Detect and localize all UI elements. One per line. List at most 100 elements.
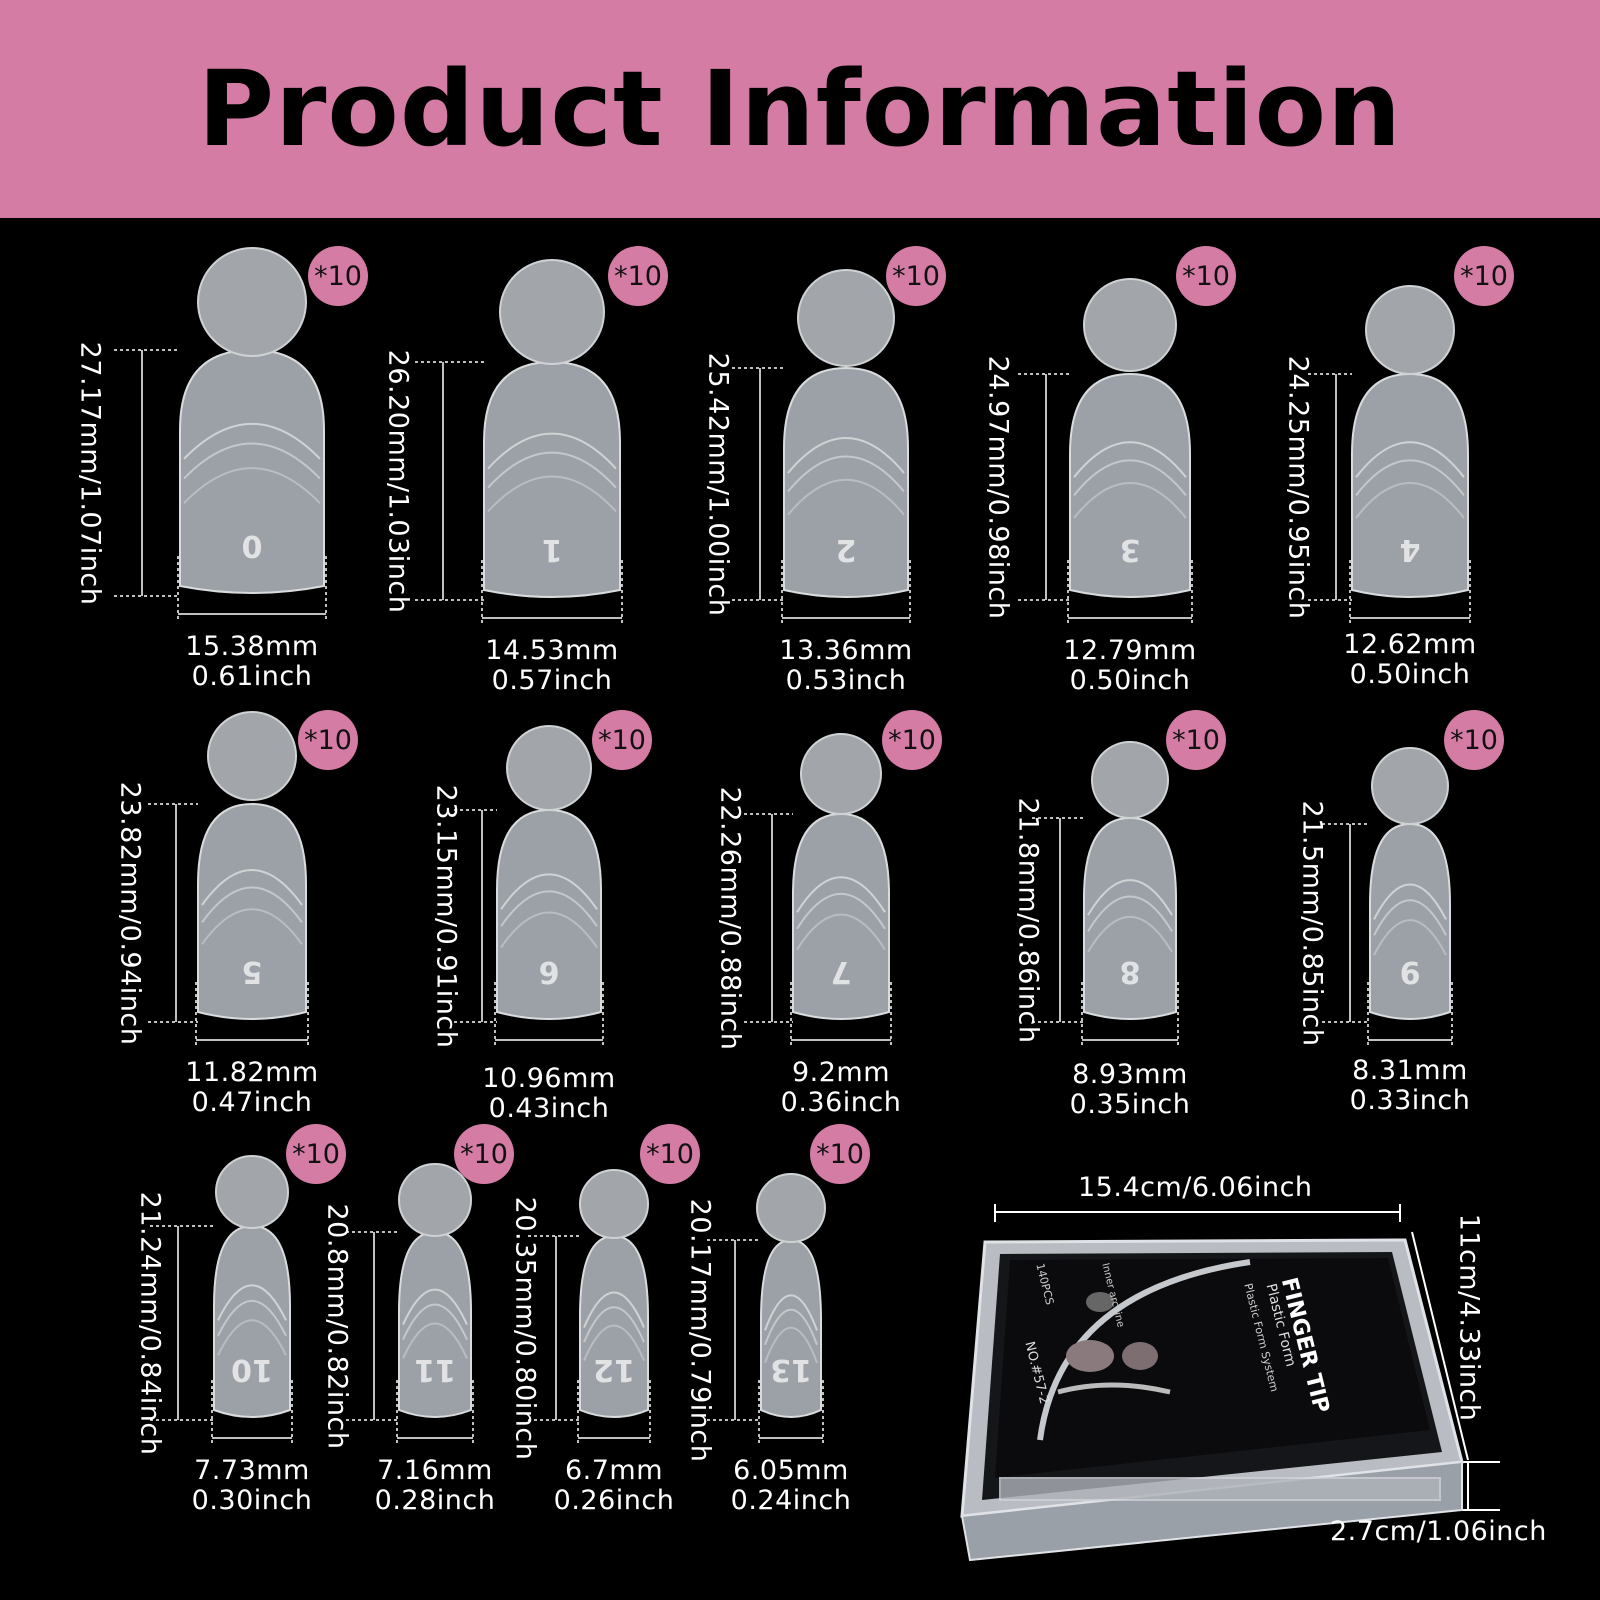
nail-tip-arc-line [1355,441,1465,478]
width-mm-label: 7.16mm [377,1455,493,1486]
nail-tip-arc-line [1087,915,1173,953]
nail-tip-arc-line [796,876,886,913]
width-inch-label: 0.53inch [785,665,907,696]
nail-tip-arc-line [217,1299,287,1337]
nail-tip-body [213,1224,291,1418]
nail-tip-tab [1091,741,1169,819]
nail-tip-arc-line [183,442,321,480]
nail-tip-arc-line [500,873,598,910]
nail-tip-number: 8 [1120,954,1141,989]
quantity-badge: *10 [886,246,946,306]
nail-tip-body [1351,372,1469,598]
nail-tip-body [792,812,890,1020]
nail-tip-arc-line [1373,919,1447,956]
nail-tip-arc-line [764,1294,818,1331]
nail-tip-arc-line [796,913,886,951]
width-mm-label: 14.53mm [485,635,619,666]
nail-tip-arc-line [1373,883,1447,920]
nail-tip-number: 4 [1400,532,1421,567]
width-inch-label: 0.50inch [1349,659,1471,690]
feather-icon [1057,1382,1171,1395]
nail-tip-arc-line [1073,459,1187,496]
nail-tip-body [783,366,909,598]
nail-tip-number: 3 [1120,532,1141,567]
width-mm-label: 6.7mm [564,1455,664,1486]
length-dimension-line [415,361,623,626]
width-inch-label: 0.30inch [191,1485,313,1516]
length-dimension-line [707,1239,824,1446]
nail-tip-tab [797,269,895,367]
width-mm-label: 8.93mm [1072,1059,1188,1090]
nail-tip-body [179,348,325,594]
width-mm-label: 6.05mm [733,1455,849,1486]
quantity-badge: *10 [454,1124,514,1184]
nail-tip-arc-line [402,1322,468,1359]
nail-tip-arc-line [201,908,303,945]
nail-tip-arc-line [764,1309,818,1346]
nail-tip-number: 6 [539,954,560,989]
quantity-badge: *10 [1176,246,1236,306]
header-banner: Product Information [0,0,1600,218]
nail-tip-body [483,360,621,598]
nail-tip-tab [506,725,592,811]
nail-tip-arc-line [583,1324,645,1362]
width-mm-label: 12.62mm [1343,629,1477,660]
quantity-badge: *10 [882,710,942,770]
width-mm-label: 13.36mm [779,635,913,666]
width-inch-label: 0.28inch [374,1485,496,1516]
box-depth-dimension [1411,1231,1469,1461]
width-mm-label: 12.79mm [1063,635,1197,666]
quantity-badge: *10 [308,246,368,306]
nail-tip-arc-line [217,1319,287,1356]
quantity-badge: *10 [592,710,652,770]
width-mm-label: 7.73mm [194,1455,310,1486]
nail-tip-tab [756,1173,826,1243]
nail-tip-arc-line [183,467,321,504]
width-inch-label: 0.24inch [730,1485,852,1516]
length-dimension-line [454,809,604,1048]
storage-box [960,1238,1464,1562]
product-card [995,1258,1430,1478]
nail-tip-body [1083,816,1177,1020]
length-dimension-line [114,349,327,622]
width-inch-label: 0.43inch [488,1093,610,1124]
quantity-badge: *10 [810,1124,870,1184]
nail-tip-tab [207,711,297,801]
width-inch-label: 0.47inch [191,1087,313,1118]
nail-tip-tab [579,1169,649,1239]
nail-tip-arc-line [1355,482,1465,519]
box-width-label: 15.4cm/6.06inch [1078,1172,1313,1203]
quantity-badge: *10 [1454,246,1514,306]
nail-tip-body [496,808,602,1020]
nail-tip-tab [398,1163,472,1237]
nail-tip-number: 13 [770,1352,812,1387]
width-inch-label: 0.50inch [1069,665,1191,696]
nail-form-icon [1066,1340,1114,1372]
nail-tip-body [1369,822,1451,1020]
width-mm-label: 8.31mm [1352,1055,1468,1086]
nail-tip-arc-line [1087,879,1173,916]
nail-tip-arc-line [500,890,598,927]
nail-tip-arc-line [1373,899,1447,936]
nail-tip-number: 0 [242,528,263,563]
width-mm-label: 10.96mm [482,1063,616,1094]
nail-tip-tab [1371,747,1449,825]
nail-tip-body [398,1230,472,1418]
length-dimension-line [732,367,911,626]
nail-tip-tab [1083,278,1177,372]
